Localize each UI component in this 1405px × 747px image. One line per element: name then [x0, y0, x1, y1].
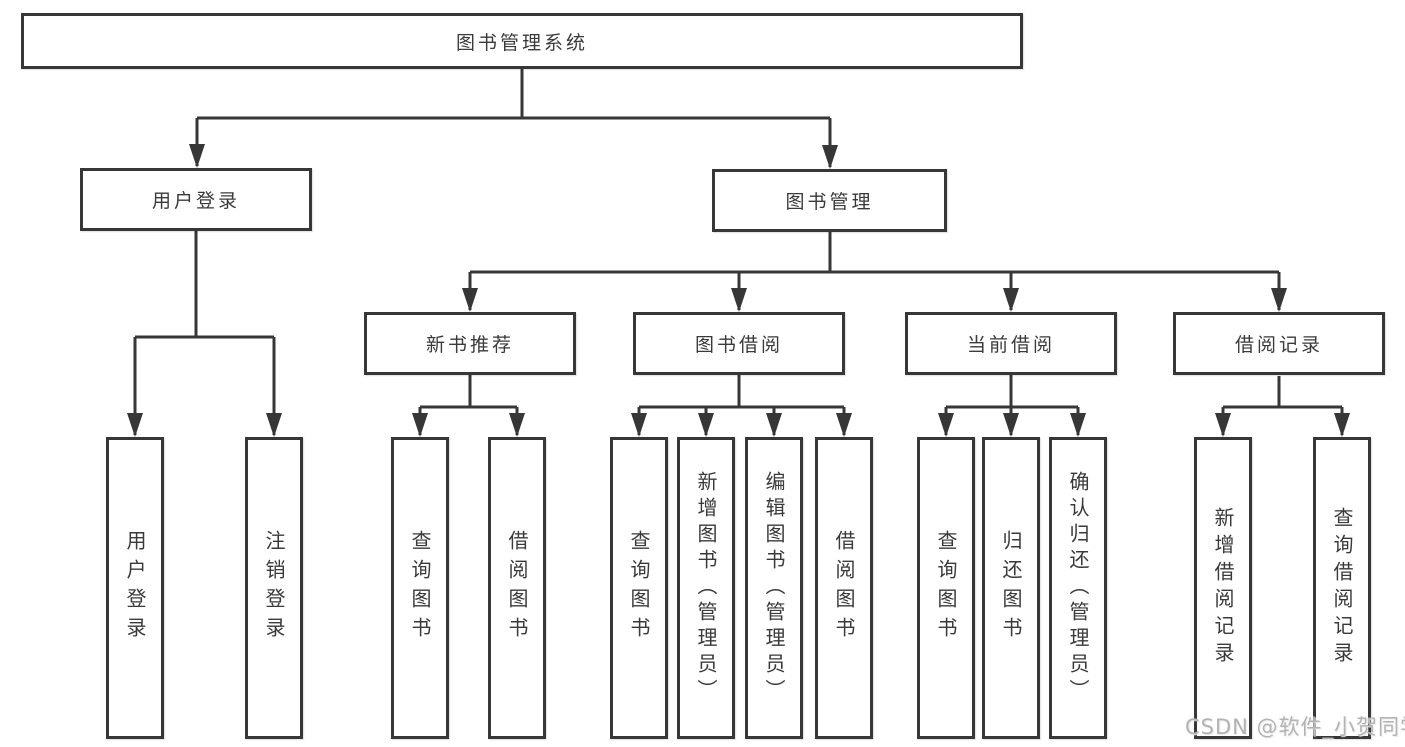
leaf-query-borrow-record: 查询借阅记录 — [1313, 437, 1371, 739]
node-book-borrow: 图书借阅 — [633, 312, 845, 375]
leaf-logout: 注销登录 — [245, 437, 303, 739]
node-current-borrow: 当前借阅 — [905, 312, 1117, 375]
leaf-confirm-return: 确认归还（管理员） — [1049, 437, 1107, 739]
node-root: 图书管理系统 — [21, 13, 1023, 69]
leaf-borrow-book-2: 借阅图书 — [815, 437, 873, 739]
node-user-login: 用户登录 — [80, 168, 312, 231]
edge-user-login-branch — [135, 231, 274, 339]
csdn-watermark: CSDN @软件_小贺同学 — [1185, 715, 1405, 739]
leaf-add-book: 新增图书（管理员） — [677, 437, 735, 739]
node-book-mgmt: 图书管理 — [712, 169, 947, 232]
edge-current-borrow-branch — [946, 375, 1078, 409]
node-new-book-rec: 新书推荐 — [364, 312, 576, 375]
edge-book-mgmt-branch — [470, 232, 1279, 274]
leaf-add-borrow-record: 新增借阅记录 — [1194, 437, 1252, 739]
leaf-user-login: 用户登录 — [106, 437, 164, 739]
leaf-query-book-1: 查询图书 — [391, 437, 449, 739]
edge-borrow-records-branch — [1223, 376, 1342, 409]
leaf-return-book: 归还图书 — [982, 437, 1040, 739]
edge-book-borrow-branch — [639, 375, 844, 409]
leaf-edit-book: 编辑图书（管理员） — [745, 437, 803, 739]
leaf-query-book-3: 查询图书 — [917, 437, 975, 739]
node-borrow-records: 借阅记录 — [1173, 312, 1385, 375]
edge-root-branch — [197, 69, 830, 120]
leaf-borrow-book-1: 借阅图书 — [488, 437, 546, 739]
edge-new-book-rec-branch — [420, 375, 517, 409]
leaf-query-book-2: 查询图书 — [610, 437, 668, 739]
